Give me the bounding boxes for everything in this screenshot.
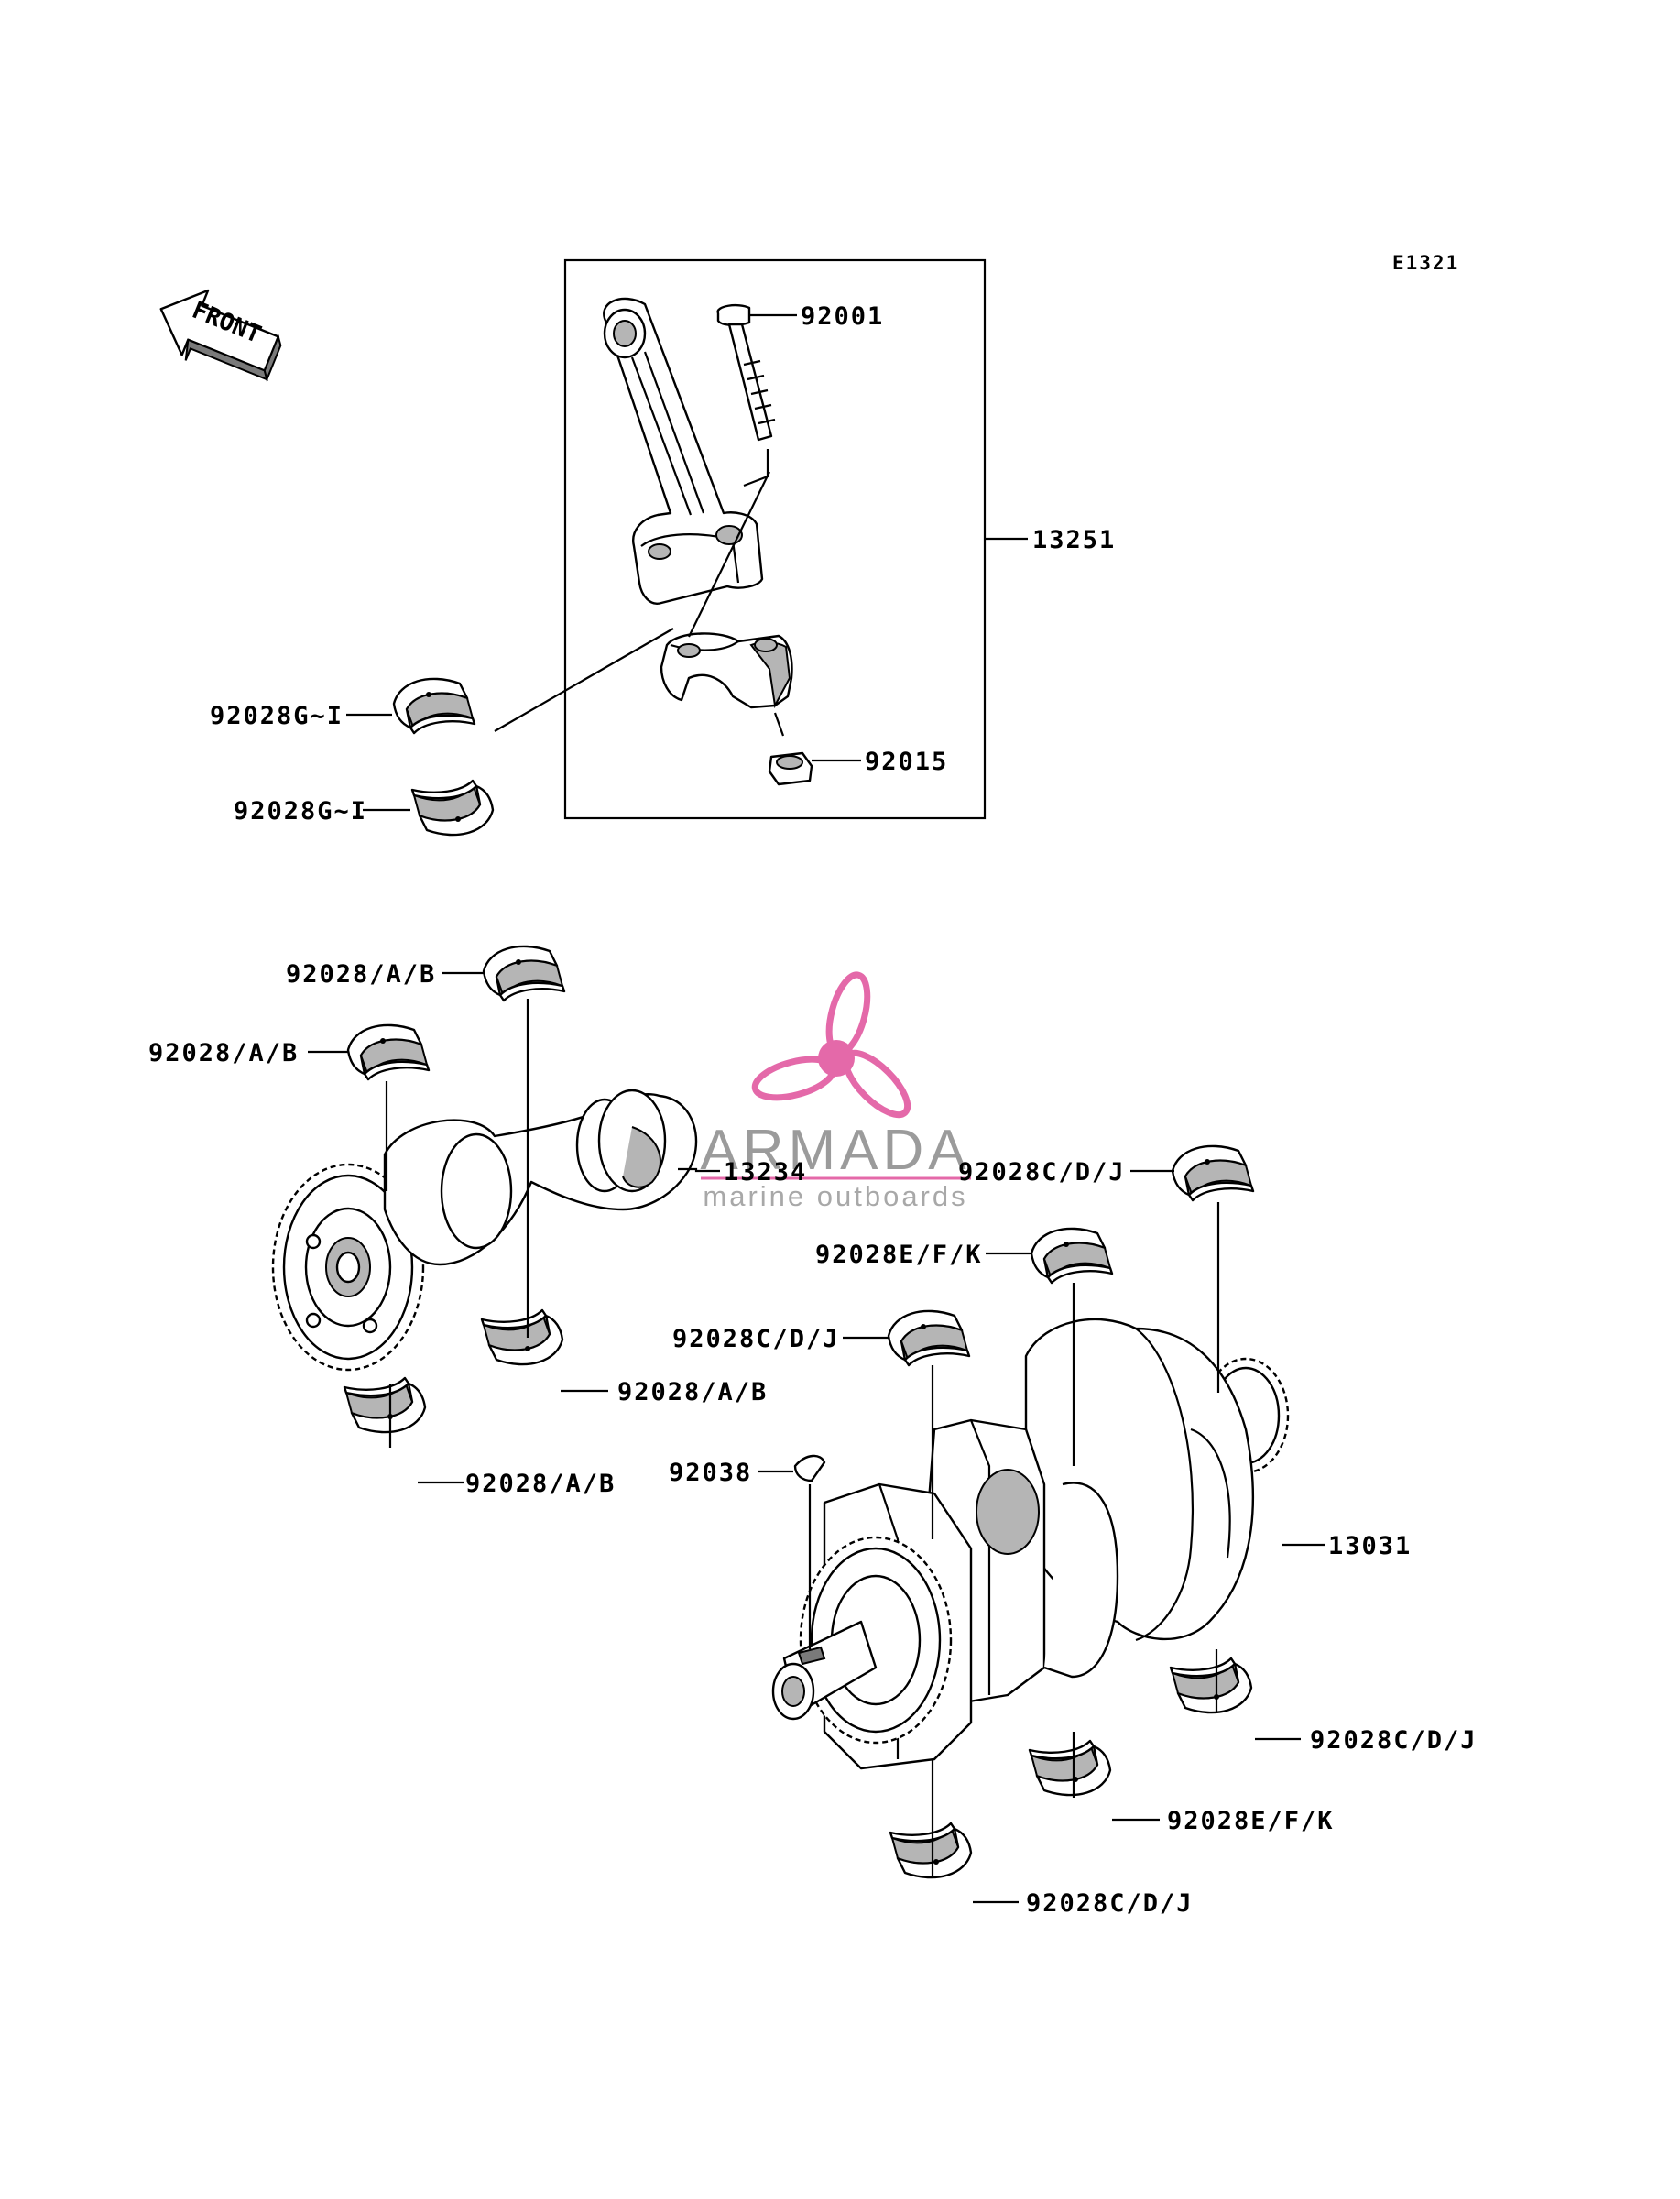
crank-bearing-shell-4: [1169, 1657, 1253, 1714]
crank-bearing-shell-5: [1028, 1739, 1112, 1797]
connecting-rod-bolt: [716, 303, 776, 442]
balancer-bearing-shell-2: [346, 1023, 431, 1081]
front-arrow-icon: [159, 289, 282, 383]
propeller-logo-icon: [751, 971, 911, 1119]
connecting-rod-cap: [660, 632, 793, 709]
callout-92028ab-1: 92028/A/B: [286, 960, 436, 989]
rod-bearing-upper: [392, 677, 476, 735]
callout-13031: 13031: [1328, 1532, 1412, 1560]
callout-92028ab-3: 92028/A/B: [617, 1378, 768, 1406]
rod-bearing-lower: [410, 779, 495, 837]
watermark-tagline: marine outboards: [703, 1180, 967, 1212]
callout-92028cdj-4: 92028C/D/J: [1026, 1889, 1194, 1918]
balancer-shaft: [271, 1089, 698, 1372]
callout-92028cdj-3: 92028C/D/J: [1310, 1726, 1478, 1755]
callout-92028gi-upper: 92028G~I: [210, 702, 344, 730]
leader-lines-crank: [758, 1169, 1325, 1904]
diagram-code: E1321: [1392, 252, 1459, 274]
callout-92028efk-1: 92028E/F/K: [815, 1241, 983, 1269]
balancer-bearing-shell-3: [480, 1308, 564, 1366]
callout-92015: 92015: [865, 748, 948, 776]
crank-bearing-shell-1: [1171, 1144, 1255, 1202]
connecting-rod: [603, 297, 764, 605]
woodruff-key: [793, 1454, 826, 1482]
crank-bearing-shell-3: [887, 1309, 971, 1367]
watermark-name: ARMADA: [700, 1119, 970, 1182]
callout-92028cdj-1: 92028C/D/J: [958, 1158, 1126, 1187]
callout-92038: 92038: [669, 1459, 752, 1487]
balancer-bearing-shell-4: [343, 1376, 427, 1434]
crank-bearing-shell-2: [1030, 1227, 1114, 1285]
rod-cap-nut: [768, 751, 813, 786]
leader-lines-top: [346, 313, 1028, 812]
callout-13234: 13234: [724, 1158, 807, 1187]
callout-92028cdj-2: 92028C/D/J: [672, 1325, 840, 1353]
callout-92028ab-2: 92028/A/B: [148, 1039, 299, 1067]
callout-92028gi-lower: 92028G~I: [234, 797, 367, 826]
callout-92028efk-2: 92028E/F/K: [1167, 1807, 1335, 1835]
callout-13251: 13251: [1032, 526, 1116, 554]
crankshaft: [771, 1318, 1290, 1770]
callout-92001: 92001: [801, 302, 884, 331]
armada-watermark: ARMADA marine outboards: [700, 971, 971, 1212]
callout-labels: 92001 13251 92028G~I 92028G~I 92015 9202…: [148, 302, 1478, 1918]
callout-92028ab-4: 92028/A/B: [465, 1470, 616, 1498]
crank-bearing-shell-6: [889, 1822, 973, 1879]
leader-lines-balancer: [308, 971, 720, 1484]
balancer-bearing-shell-1: [482, 945, 566, 1002]
